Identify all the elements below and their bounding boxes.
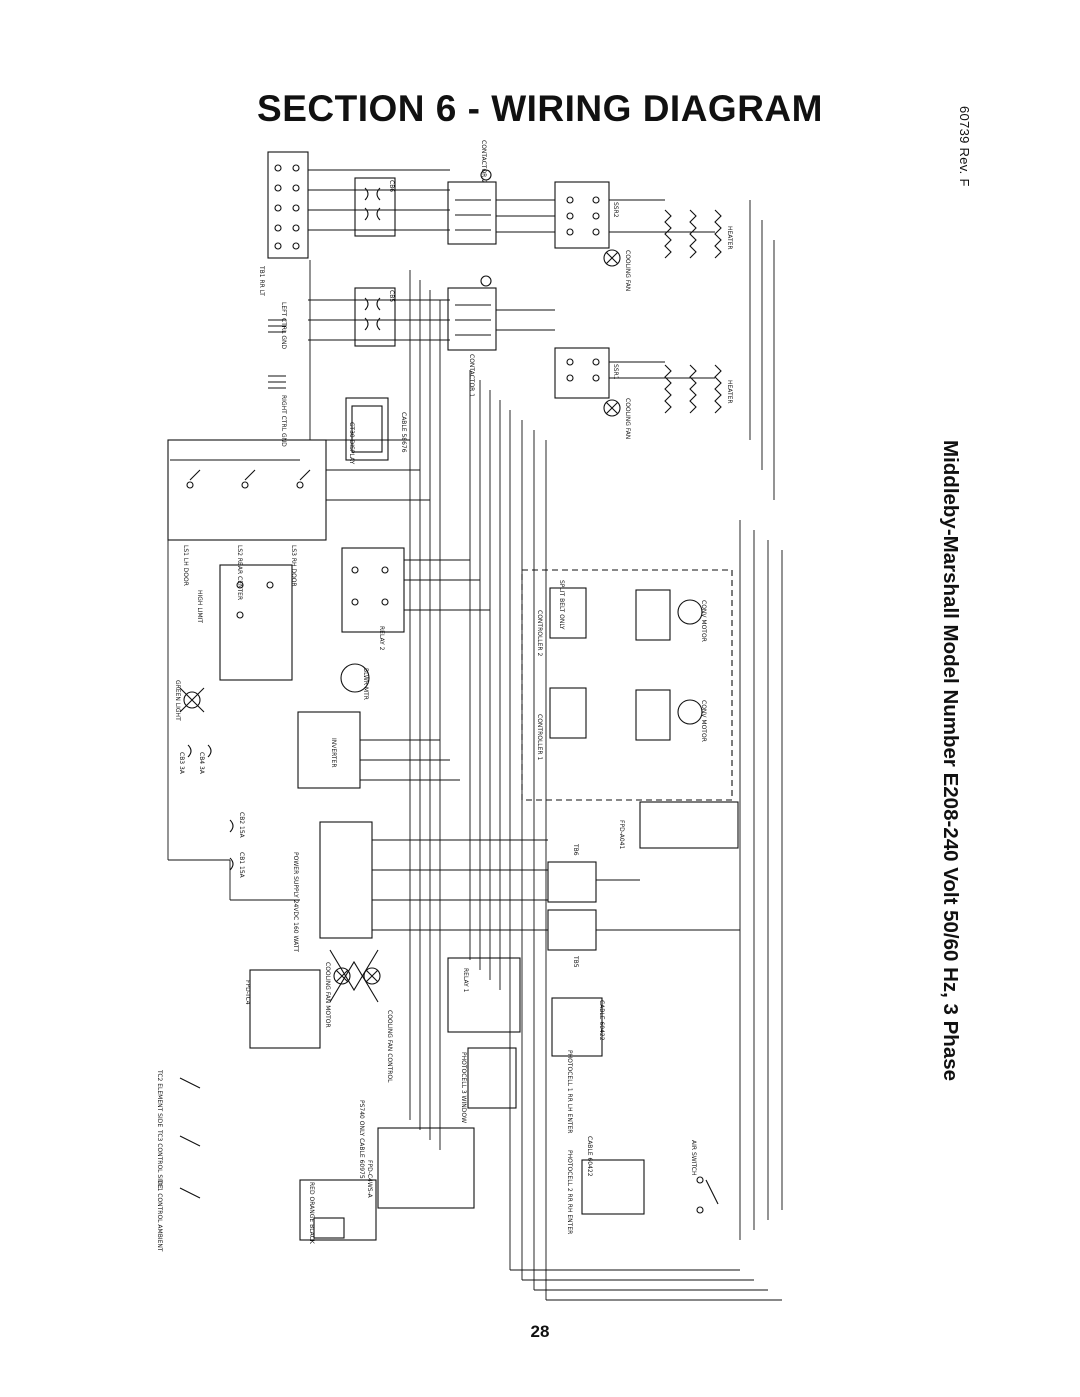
green-light-label: GREEN LIGHT: [174, 680, 181, 721]
controller-1-label: CONTROLLER 1: [536, 714, 543, 761]
photocell-2-label: PHOTOCELL 2 RR RH ENTER: [566, 1150, 573, 1234]
fpd-a041: FPD-A041: [618, 801, 739, 849]
page-number: 28: [530, 1322, 550, 1341]
ssr2: SSR2: [554, 181, 619, 249]
conv-motor-2-label: CONV MOTOR: [700, 600, 707, 642]
contactor-2: CONTACTOR 2: [447, 140, 497, 245]
inverter: INVERTER: [297, 711, 361, 789]
fpd-tc4: FPD-TC4: [244, 969, 321, 1049]
tb6-terminal: TB6: [547, 843, 597, 903]
cb1-label: CB1 15A: [238, 852, 245, 879]
ls2-label: LS2 REAR CENTER: [236, 545, 243, 600]
ssr2-label: SSR2: [612, 202, 619, 218]
ps740-label: PS740 ONLY CABLE 60975: [358, 1100, 365, 1179]
wiring-schematic: TB1 RR LT CB6 CB5 CONTACTOR 2 CONTACTOR …: [156, 140, 783, 1301]
tb5-label: TB5: [572, 955, 579, 968]
thermocouples: TC2 ELEMENT SIDE TC3 CONTROL SIDE TC1 CO…: [156, 1069, 201, 1252]
tb5-terminal: TB5: [547, 909, 597, 968]
fpd-c4ws-label: FPD-C4WS-A: [366, 1160, 373, 1199]
blower-motor: BLWR MTR: [340, 663, 370, 700]
blwr-mtr-label: BLWR MTR: [362, 668, 369, 700]
left-ctrl-gnd: LEFT CTRL GND: [268, 302, 287, 349]
relay-1: RELAY 1: [447, 957, 521, 1033]
heater-2-label: HEATER: [726, 226, 733, 250]
cb6-breaker: CB6: [354, 177, 396, 237]
relay-2-label: RELAY 2: [378, 626, 385, 651]
tb6-label: TB6: [572, 843, 579, 856]
ssr1-label: SSR1: [612, 364, 619, 380]
ssr1: SSR1: [554, 347, 619, 399]
tc3-label: TC3 CONTROL SIDE: [156, 1129, 163, 1189]
cb6-label: CB6: [388, 180, 395, 192]
right-ctrl-gnd: RIGHT CTRL GND: [268, 375, 287, 447]
relay-2: RELAY 2: [341, 547, 405, 651]
fpd-a041-label: FPD-A041: [618, 820, 625, 849]
cable-1-label: CABLE 60422: [598, 1000, 605, 1041]
cb5-breaker: CB5: [354, 287, 396, 347]
photocell-1: PHOTOCELL 1 RR LH ENTER CABLE 60422: [551, 997, 605, 1133]
red-orange-black-box: RED ORANGE BLACK: [299, 1179, 377, 1245]
controllers-region: SPLIT BELT ONLY CONTROLLER 2 CONTROLLER …: [521, 569, 733, 801]
high-limit: HIGH LIMIT: [196, 564, 293, 681]
air-switch: AIR SWITCH: [690, 1140, 719, 1214]
green-light: GREEN LIGHT: [174, 680, 205, 721]
wire-bundle: [167, 169, 783, 1301]
gt30-display-label: GT30 DISPLAY: [348, 422, 355, 465]
cooling-fan-motor-label: COOLING FAN MOTOR: [324, 962, 331, 1028]
cooling-fan-2: COOLING FAN: [603, 249, 631, 291]
fpd-tc4-label: FPD-TC4: [244, 980, 251, 1005]
left-ctrl-gnd-label: LEFT CTRL GND: [280, 302, 287, 349]
tc1-label: TC1 CONTROL AMBIENT: [156, 1179, 163, 1252]
display-cable-label: CABLE 58676: [400, 412, 407, 453]
cooling-fan-1-label: COOLING FAN: [624, 398, 631, 439]
split-belt-label: SPLIT BELT ONLY: [558, 580, 565, 630]
tb1-label: TB1 RR LT: [258, 265, 265, 296]
photocell-3-label: PHOTOCELL 3 WINDOW: [460, 1052, 467, 1123]
cb2-label: CB2 15A: [238, 812, 245, 839]
cb4-label: CB4 3A: [198, 752, 205, 775]
contactor-2-label: CONTACTOR 2: [480, 140, 487, 183]
ls-switches: LS1 LH DOOR LS2 REAR CENTER LS3 RH DOOR: [167, 439, 327, 600]
high-limit-label: HIGH LIMIT: [196, 590, 203, 623]
cb3-label: CB3 3A: [178, 752, 185, 775]
photocell-2: PHOTOCELL 2 RR RH ENTER CABLE 60422: [566, 1136, 645, 1234]
heater-1: HEATER: [664, 364, 733, 414]
red-orange-black-label: RED ORANGE BLACK: [308, 1182, 315, 1245]
cooling-fan-motor: COOLING FAN MOTOR COOLING FAN CONTROL: [324, 949, 393, 1083]
page-title: SECTION 6 - WIRING DIAGRAM: [257, 88, 823, 129]
revision-code: 60739 Rev. F: [957, 106, 972, 187]
inverter-label: INVERTER: [330, 738, 337, 768]
diagram-subtitle: Middleby-Marshall Model Number E208-240 …: [939, 440, 962, 1082]
tc2-label: TC2 ELEMENT SIDE: [156, 1069, 163, 1127]
circuit-breakers: CB3 3A CB4 3A CB2 15A CB1 15A: [178, 744, 245, 879]
contactor-1: CONTACTOR 1: [447, 275, 497, 397]
power-supply: POWER SUPPLY 24VDC 160 WATT: [292, 821, 373, 952]
ls1-label: LS1 LH DOOR: [182, 545, 189, 586]
contactor-1-label: CONTACTOR 1: [468, 354, 475, 397]
cooling-fan-1: COOLING FAN: [603, 398, 631, 439]
tb1-terminal-block: TB1 RR LT: [258, 151, 309, 296]
cb5-label: CB5: [388, 290, 395, 302]
heater-2: HEATER: [664, 209, 733, 259]
cable-2-label: CABLE 60422: [586, 1136, 593, 1177]
air-switch-label: AIR SWITCH: [690, 1140, 697, 1175]
controller-2-label: CONTROLLER 2: [536, 610, 543, 657]
ls3-label: LS3 RH DOOR: [290, 545, 297, 587]
right-ctrl-gnd-label: RIGHT CTRL GND: [280, 395, 287, 447]
heater-1-label: HEATER: [726, 380, 733, 404]
relay-1-label: RELAY 1: [462, 968, 469, 993]
gt30-display: GT30 DISPLAY CABLE 58676: [345, 397, 407, 465]
cooling-fan-control-label: COOLING FAN CONTROL: [386, 1010, 393, 1083]
conv-motor-1-label: CONV MOTOR: [700, 700, 707, 742]
cooling-fan-2-label: COOLING FAN: [624, 250, 631, 291]
fpd-c4ws: PS740 ONLY CABLE 60975 FPD-C4WS-A: [358, 1100, 475, 1209]
power-supply-label: POWER SUPPLY 24VDC 160 WATT: [292, 852, 299, 952]
photocell-1-label: PHOTOCELL 1 RR LH ENTER: [566, 1050, 573, 1133]
photocell-3: PHOTOCELL 3 WINDOW: [460, 1047, 517, 1123]
